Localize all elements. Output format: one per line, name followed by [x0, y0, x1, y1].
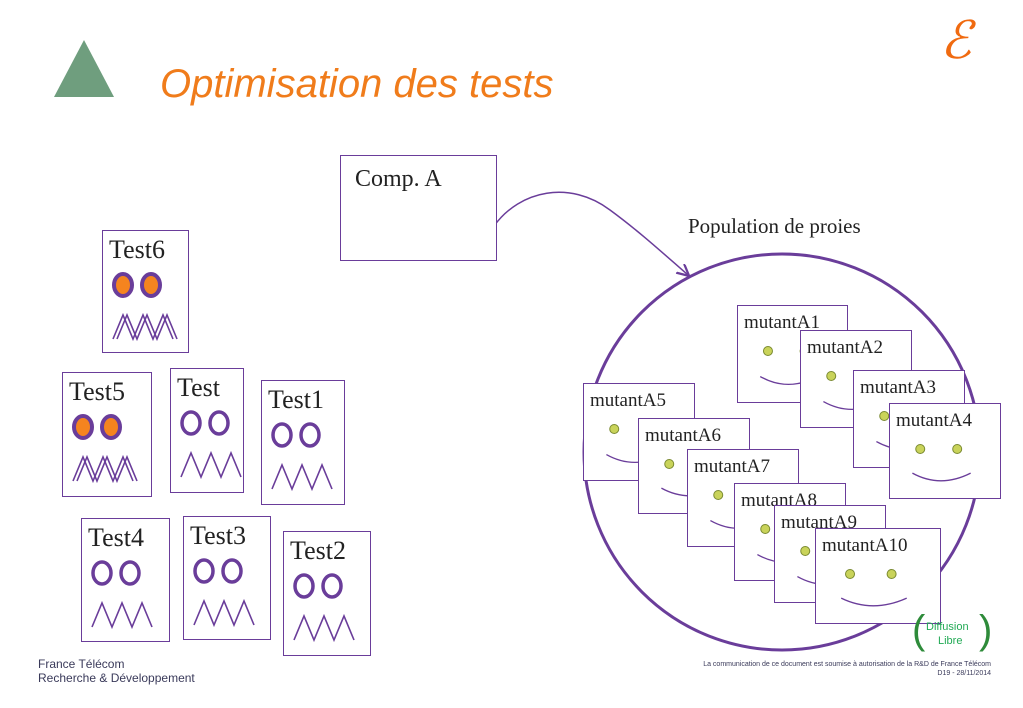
- smiley-icon: [840, 569, 907, 607]
- eye-mark: [293, 573, 315, 599]
- zigzag-mark: [180, 450, 242, 480]
- footer-right: La communication de ce document est soum…: [703, 660, 991, 678]
- footer-left: France Télécom Recherche & Développement: [38, 657, 195, 685]
- triangle-icon: [54, 40, 114, 97]
- test-label: Test3: [190, 521, 246, 550]
- eye-mark: [609, 424, 620, 434]
- test-label: Test5: [69, 377, 125, 406]
- badge-left-paren: (: [912, 608, 926, 652]
- component-label: Comp. A: [355, 166, 442, 192]
- eye-mark: [879, 411, 890, 421]
- eye-mark: [886, 569, 897, 579]
- eye-mark: [845, 569, 856, 579]
- smile-mark: [840, 597, 907, 607]
- eye-mark: [100, 414, 122, 440]
- mutant-label: mutantA9: [781, 512, 857, 533]
- eye-mark: [221, 558, 243, 584]
- mutant-box: mutantA4: [889, 403, 1001, 499]
- zigzag-mark: [72, 454, 134, 484]
- test-label: Test1: [268, 385, 324, 414]
- badge-right-paren: ): [979, 608, 993, 652]
- population-label: Population de proies: [688, 214, 861, 238]
- mutant-label: mutantA6: [645, 425, 721, 446]
- test-box: Test6: [102, 230, 189, 353]
- face-icon: [271, 422, 333, 492]
- eye-mark: [193, 558, 215, 584]
- mutant-box: mutantA10: [815, 528, 941, 624]
- footer-division: Recherche & Développement: [38, 671, 195, 685]
- test-label: Test4: [88, 523, 144, 552]
- test-box: Test: [170, 368, 244, 493]
- eye-mark: [208, 410, 230, 436]
- france-telecom-logo-icon: ℰ: [940, 13, 972, 70]
- smile-mark: [912, 472, 971, 482]
- connection-arrow: [493, 191, 688, 275]
- eye-mark: [826, 371, 837, 381]
- eye-mark: [180, 410, 202, 436]
- test-box: Test5: [62, 372, 152, 497]
- zigzag-mark: [293, 613, 355, 643]
- eye-mark: [915, 444, 926, 454]
- eye-mark: [762, 346, 773, 356]
- eye-mark: [952, 444, 963, 454]
- eye-mark: [321, 573, 343, 599]
- mutant-label: mutantA7: [694, 456, 770, 477]
- face-icon: [72, 414, 138, 484]
- test-box: Test4: [81, 518, 170, 642]
- mutant-label: mutantA3: [860, 377, 936, 398]
- eye-mark: [91, 560, 113, 586]
- zigzag-mark: [91, 600, 153, 630]
- eye-mark: [119, 560, 141, 586]
- zigzag-mark: [271, 462, 333, 492]
- test-box: Test3: [183, 516, 271, 640]
- footer-date: D19 - 28/11/2014: [937, 670, 991, 677]
- mutant-label: mutantA10: [822, 535, 908, 556]
- face-icon: [91, 560, 153, 630]
- eye-mark: [760, 524, 771, 534]
- badge-line2: Libre: [938, 635, 963, 647]
- test-label: Test2: [290, 536, 346, 565]
- smiley-icon: [912, 444, 971, 482]
- face-icon: [112, 272, 178, 342]
- badge-line1: Diffusion: [926, 621, 969, 633]
- face-icon: [293, 573, 355, 643]
- eye-mark: [112, 272, 134, 298]
- test-box: Test1: [261, 380, 345, 505]
- test-label: Test6: [109, 235, 165, 264]
- footer-company: France Télécom: [38, 657, 125, 671]
- slide-title: Optimisation des tests: [160, 62, 554, 106]
- mutant-label: mutantA2: [807, 337, 883, 358]
- eye-mark: [140, 272, 162, 298]
- eye-mark: [299, 422, 321, 448]
- zigzag-mark: [116, 312, 178, 342]
- mutant-label: mutantA5: [590, 390, 666, 411]
- eye-mark: [271, 422, 293, 448]
- face-icon: [180, 410, 242, 480]
- footer-notice: La communication de ce document est soum…: [703, 661, 991, 668]
- zigzag-mark: [76, 454, 138, 484]
- eye-mark: [713, 490, 724, 500]
- test-box: Test2: [283, 531, 371, 656]
- mutant-label: mutantA1: [744, 312, 820, 333]
- eye-mark: [72, 414, 94, 440]
- zigzag-mark: [112, 312, 174, 342]
- component-box: Comp. A: [340, 155, 497, 261]
- face-icon: [193, 558, 255, 628]
- test-label: Test: [177, 373, 220, 402]
- mutant-label: mutantA4: [896, 410, 972, 431]
- diffusion-libre-badge: ( Diffusion Libre ): [912, 610, 994, 654]
- zigzag-mark: [193, 598, 255, 628]
- eye-mark: [800, 546, 811, 556]
- eye-mark: [664, 459, 675, 469]
